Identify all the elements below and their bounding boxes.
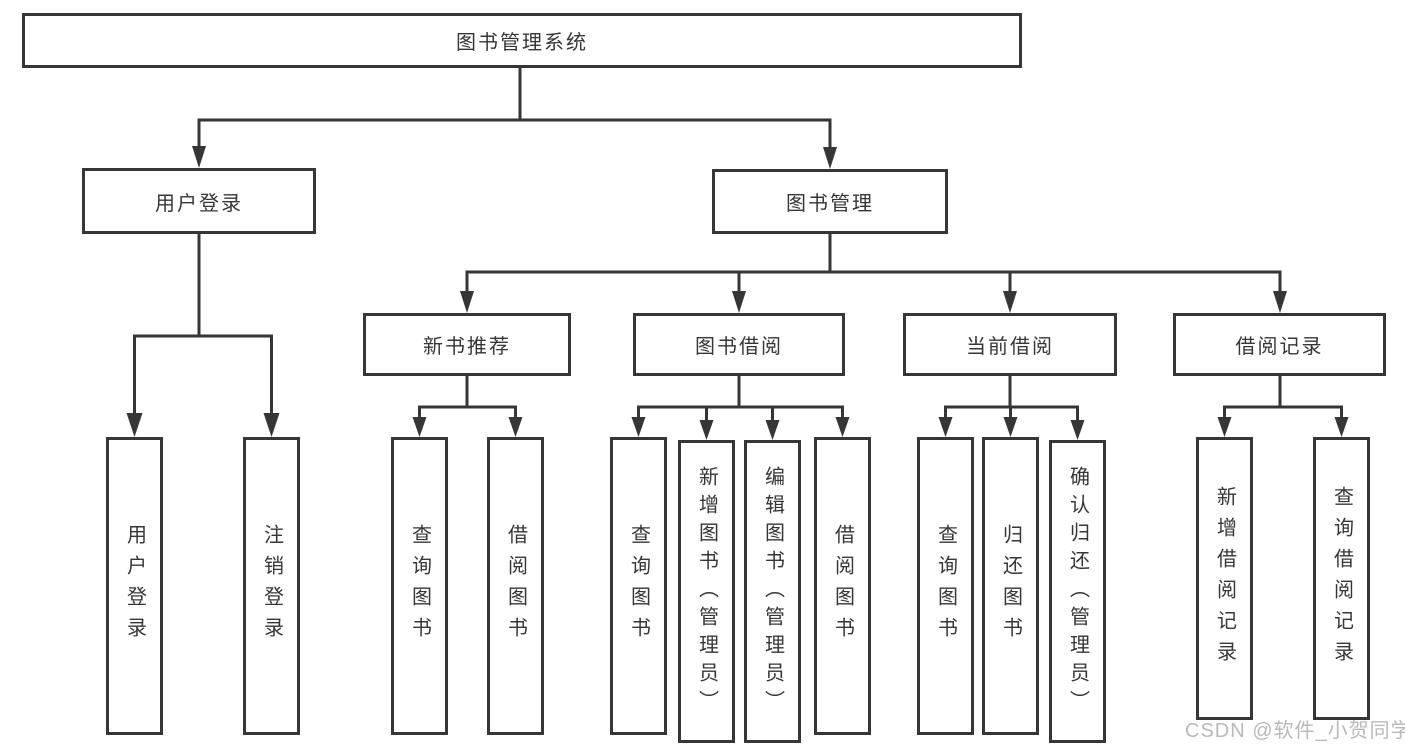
node-root: 图书管理系统 [22, 13, 1022, 68]
leaf-logout-label: 注销登录 [260, 524, 283, 648]
leaf-current-confirm-return-admin: 确认归还（管理员） [1049, 440, 1106, 743]
leaf-records-query-record-label: 查询借阅记录 [1330, 485, 1353, 672]
leaf-user-login: 用户登录 [106, 437, 163, 735]
node-user-login-label: 用户登录 [155, 192, 243, 215]
leaf-current-query-book: 查询图书 [917, 437, 974, 735]
leaf-recommend-borrow-book: 借阅图书 [487, 437, 544, 735]
leaf-user-login-label: 用户登录 [123, 524, 146, 648]
leaf-current-query-book-label: 查询图书 [934, 524, 957, 648]
leaf-recommend-query-book-label: 查询图书 [408, 524, 431, 648]
node-book-borrow: 图书借阅 [633, 313, 845, 376]
node-current-borrow: 当前借阅 [903, 313, 1117, 376]
leaf-borrow-add-book-admin-label: 新增图书（管理员） [695, 465, 718, 718]
node-user-login: 用户登录 [82, 168, 316, 234]
leaf-borrow-borrow-book-label: 借阅图书 [831, 524, 854, 648]
leaf-records-add-record-label: 新增借阅记录 [1213, 485, 1236, 672]
node-borrow-records-label: 借阅记录 [1235, 336, 1324, 358]
node-root-label: 图书管理系统 [456, 32, 588, 54]
leaf-records-query-record: 查询借阅记录 [1313, 437, 1370, 720]
node-new-book-recommend: 新书推荐 [363, 313, 571, 376]
node-borrow-records: 借阅记录 [1173, 313, 1386, 376]
leaf-current-confirm-return-admin-label: 确认归还（管理员） [1066, 465, 1089, 718]
leaf-current-return-book: 归还图书 [982, 437, 1039, 735]
leaf-borrow-query-book: 查询图书 [610, 437, 667, 735]
leaf-borrow-query-book-label: 查询图书 [627, 524, 650, 648]
leaf-current-return-book-label: 归还图书 [999, 524, 1022, 648]
leaf-borrow-borrow-book: 借阅图书 [814, 437, 871, 735]
leaf-borrow-add-book-admin: 新增图书（管理员） [678, 440, 735, 743]
leaf-recommend-borrow-book-label: 借阅图书 [504, 524, 527, 648]
leaf-logout: 注销登录 [243, 437, 300, 735]
leaf-borrow-edit-book-admin-label: 编辑图书（管理员） [761, 465, 784, 718]
watermark: CSDN @软件_小贺同学 [1185, 720, 1405, 742]
node-current-borrow-label: 当前借阅 [966, 336, 1054, 358]
leaf-records-add-record: 新增借阅记录 [1196, 437, 1253, 720]
leaf-recommend-query-book: 查询图书 [391, 437, 448, 735]
node-book-borrow-label: 图书借阅 [695, 336, 783, 358]
node-new-book-recommend-label: 新书推荐 [423, 336, 511, 358]
leaf-borrow-edit-book-admin: 编辑图书（管理员） [744, 440, 801, 743]
node-book-mgmt-label: 图书管理 [786, 193, 874, 215]
node-book-mgmt: 图书管理 [712, 169, 948, 234]
